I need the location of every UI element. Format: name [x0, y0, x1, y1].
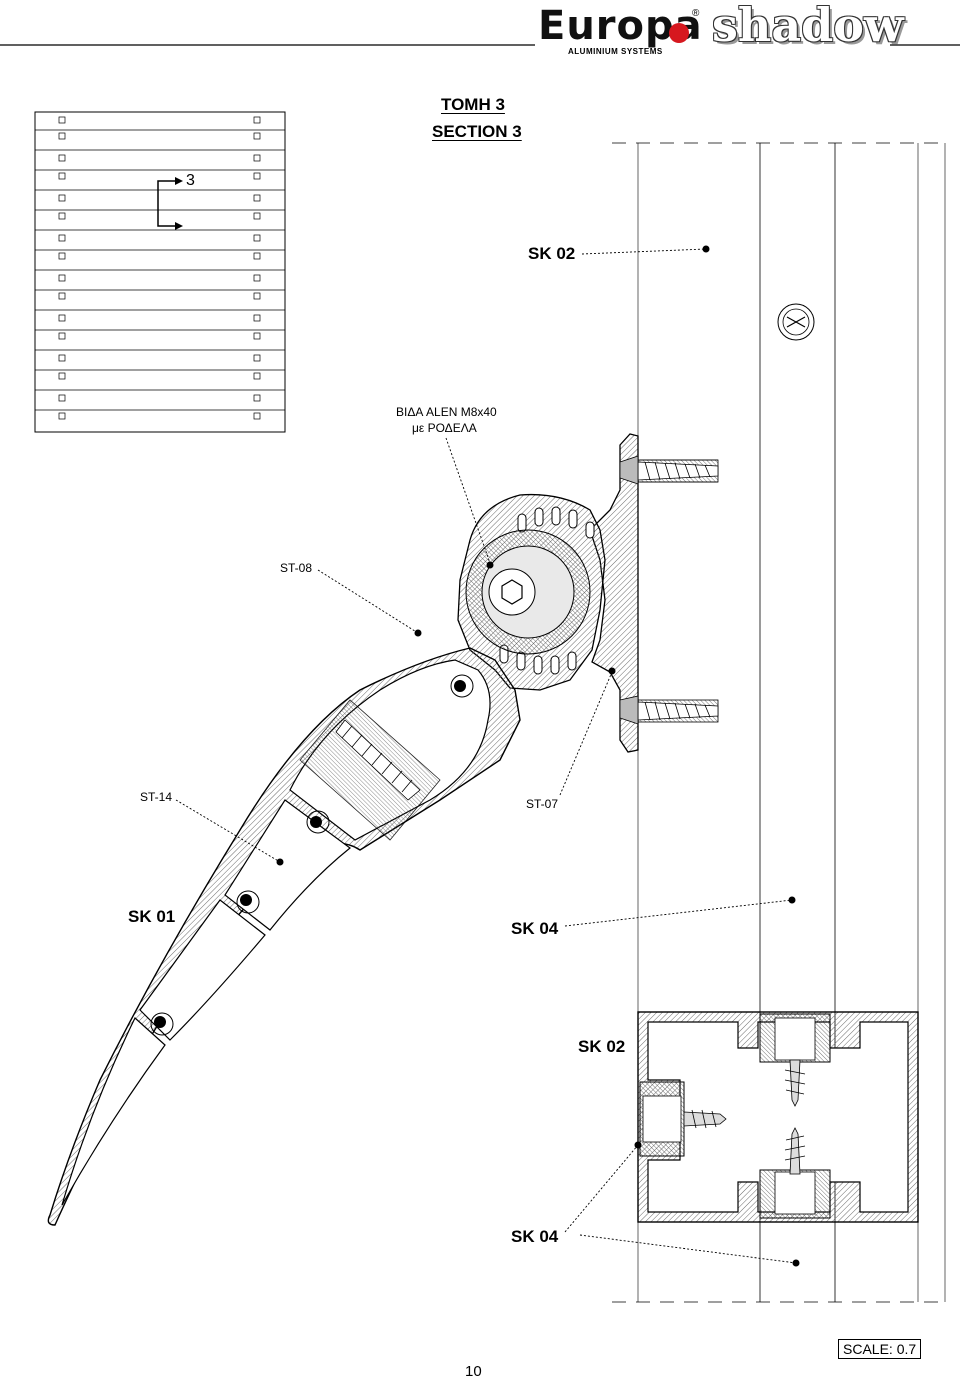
section-title-english: SECTION 3 [432, 122, 522, 141]
header-rule [0, 44, 960, 46]
callout-st07: ST-07 [526, 797, 559, 811]
screw-head-symbol [777, 303, 815, 341]
callout-screw-line2: με ΡΟΔΕΛΑ [412, 421, 477, 435]
callout-st14: ST-14 [140, 790, 173, 804]
page-number: 10 [465, 1363, 482, 1380]
callout-screw-line1: ΒΙΔΑ ALEN M8x40 [396, 405, 497, 419]
post-section [637, 1011, 919, 1223]
callout-sk04-bottom: SK 04 [511, 1227, 559, 1246]
section-marker-number: 3 [186, 172, 195, 189]
brand-subtitle: ALUMINIUM SYSTEMS [568, 47, 663, 56]
product-name: shadow [712, 0, 904, 52]
registered-mark: ® [692, 8, 700, 19]
louvre-blade [47, 647, 521, 1226]
leader-dots [276, 245, 800, 1267]
callout-sk04-mid: SK 04 [511, 919, 559, 938]
callout-st08: ST-08 [280, 561, 313, 575]
logo-red-mark [669, 23, 689, 43]
key-plan-elevation [34, 111, 286, 433]
scale-box: SCALE: 0.7 [838, 1339, 922, 1359]
callout-sk01: SK 01 [128, 907, 176, 926]
gear-hub [457, 493, 606, 691]
wall-bracket [589, 433, 719, 753]
leader-lines [175, 248, 797, 1264]
callout-sk02-top: SK 02 [528, 244, 576, 263]
callout-sk02-bottom: SK 02 [578, 1037, 626, 1056]
section-title-greek: ΤΟΜΗ 3 [441, 95, 505, 114]
